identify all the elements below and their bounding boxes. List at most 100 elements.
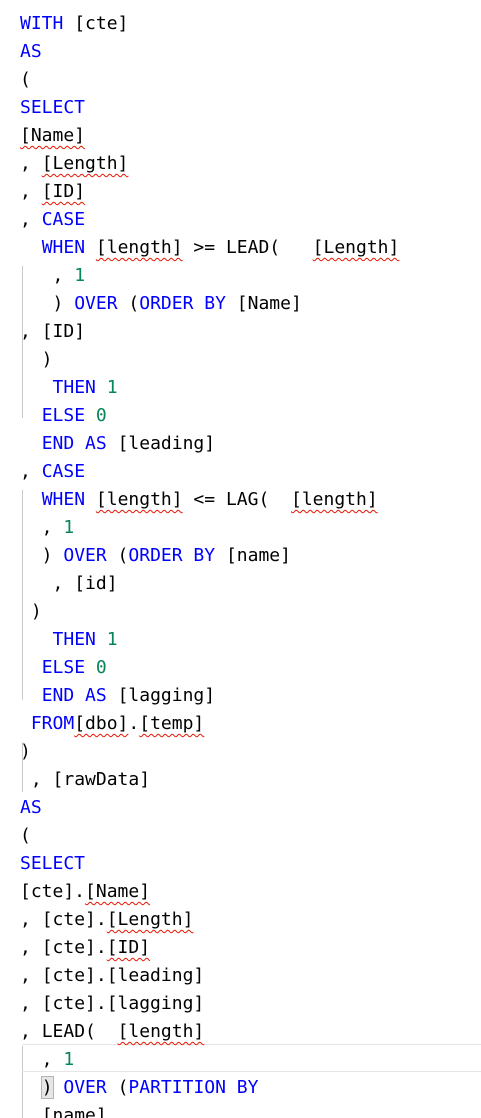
code-line[interactable]: [name] <box>20 1102 399 1118</box>
code-line[interactable]: SELECT <box>20 94 399 122</box>
code-text <box>20 405 42 426</box>
indent-guide <box>22 742 23 792</box>
code-line[interactable]: [Name] <box>20 122 399 150</box>
code-line[interactable]: , CASE <box>20 458 399 486</box>
code-line[interactable]: , [ID] <box>20 178 399 206</box>
sql-keyword: OVER <box>74 293 118 314</box>
code-line[interactable]: ( <box>20 822 399 850</box>
code-text: . <box>128 713 140 734</box>
identifier: [id] <box>74 573 118 594</box>
code-line[interactable]: , [rawData] <box>20 766 399 794</box>
code-line[interactable]: AS <box>20 38 399 66</box>
code-text <box>96 629 107 650</box>
code-text <box>85 405 96 426</box>
code-text <box>20 713 31 734</box>
sql-keyword: WHEN <box>41 237 86 258</box>
code-line[interactable]: WITH [cte] <box>20 10 399 38</box>
code-line[interactable]: ( <box>20 66 399 94</box>
code-line[interactable]: , [cte].[ID] <box>20 934 399 962</box>
sql-keyword: AS <box>85 433 107 454</box>
sql-keyword: THEN <box>52 377 96 398</box>
code-line[interactable]: SELECT <box>20 850 399 878</box>
code-text: ) <box>20 601 42 622</box>
squiggly-identifier: [Length] <box>41 153 129 174</box>
code-line[interactable]: , 1 <box>20 1046 399 1074</box>
code-line[interactable]: FROM[dbo].[temp] <box>20 710 399 738</box>
code-line[interactable]: , [Length] <box>20 150 399 178</box>
code-text <box>280 237 313 258</box>
identifier: [name] <box>225 545 291 566</box>
numeric-literal: 1 <box>74 265 86 286</box>
code-line[interactable]: , [ID] <box>20 318 399 346</box>
code-text: ( <box>117 293 140 314</box>
code-text <box>85 237 96 258</box>
code-text: ( <box>20 69 31 90</box>
sql-keyword: CASE <box>41 461 86 482</box>
identifier: LEAD( <box>41 1021 96 1042</box>
code-line[interactable]: , 1 <box>20 514 399 542</box>
identifier: [Name] <box>236 293 302 314</box>
code-text: , <box>20 153 42 174</box>
sql-keyword: ORDER BY <box>139 293 226 314</box>
sql-keyword: ORDER BY <box>128 545 216 566</box>
sql-keyword: CASE <box>41 209 86 230</box>
code-line[interactable]: END AS [leading] <box>20 430 399 458</box>
code-text <box>226 293 237 314</box>
code-line[interactable]: , [cte].[leading] <box>20 962 399 990</box>
code-text: ) <box>20 293 75 314</box>
code-line[interactable]: END AS [lagging] <box>20 682 399 710</box>
code-line[interactable]: , [cte].[Length] <box>20 906 399 934</box>
code-text-area[interactable]: WITH [cte]AS(SELECT[Name], [Length], [ID… <box>20 10 399 1118</box>
code-line[interactable]: , CASE <box>20 206 399 234</box>
squiggly-identifier: [ID] <box>41 181 86 202</box>
current-line-highlight <box>22 1044 481 1072</box>
code-line[interactable]: , LEAD( [length] <box>20 1018 399 1046</box>
matched-bracket: ) <box>40 1076 54 1099</box>
code-text: , <box>20 461 42 482</box>
code-line[interactable]: ) <box>20 346 399 374</box>
identifier: [ID] <box>41 321 86 342</box>
code-line[interactable]: ELSE 0 <box>20 402 399 430</box>
code-text <box>20 1105 42 1118</box>
code-line[interactable]: ) <box>20 738 399 766</box>
squiggly-identifier: [length] <box>291 489 378 510</box>
code-text: <= <box>182 489 226 510</box>
identifier: [cte]. <box>41 937 107 958</box>
code-line[interactable]: THEN 1 <box>20 626 399 654</box>
code-text: , <box>20 1021 42 1042</box>
code-line[interactable]: AS <box>20 794 399 822</box>
code-line[interactable]: , 1 <box>20 262 399 290</box>
squiggly-identifier: [length] <box>117 1021 205 1042</box>
code-line[interactable]: ELSE 0 <box>20 654 399 682</box>
code-line[interactable]: [cte].[Name] <box>20 878 399 906</box>
code-text: , <box>20 937 42 958</box>
sql-keyword: OVER <box>63 545 107 566</box>
code-line[interactable]: ) OVER (ORDER BY [name] <box>20 542 399 570</box>
code-line[interactable]: ) <box>20 598 399 626</box>
code-line[interactable]: THEN 1 <box>20 374 399 402</box>
code-text: , <box>20 993 42 1014</box>
code-line[interactable]: WHEN [length] >= LEAD( [Length] <box>20 234 400 262</box>
code-text: , <box>20 1049 64 1070</box>
code-text: ) <box>20 349 53 370</box>
code-line[interactable]: , [cte].[lagging] <box>20 990 399 1018</box>
code-text <box>20 629 53 650</box>
code-line[interactable]: , [id] <box>20 570 399 598</box>
identifier: [cte]. <box>41 909 107 930</box>
code-text: , <box>20 209 42 230</box>
sql-keyword: AS <box>85 685 107 706</box>
identifier: [cte] <box>74 13 129 34</box>
code-text <box>20 489 42 510</box>
sql-keyword: PARTITION BY <box>128 1077 259 1098</box>
code-line[interactable]: ) OVER (ORDER BY [Name] <box>20 290 399 318</box>
code-text <box>53 1077 64 1098</box>
code-text: >= <box>182 237 226 258</box>
sql-keyword: SELECT <box>20 97 86 118</box>
code-text: ) <box>20 741 31 762</box>
code-text <box>269 489 291 510</box>
identifier: [cte]. <box>20 881 86 902</box>
code-text <box>20 433 42 454</box>
code-line[interactable]: ) OVER (PARTITION BY <box>20 1074 399 1102</box>
code-line[interactable]: WHEN [length] <= LAG( [length] <box>20 486 399 514</box>
